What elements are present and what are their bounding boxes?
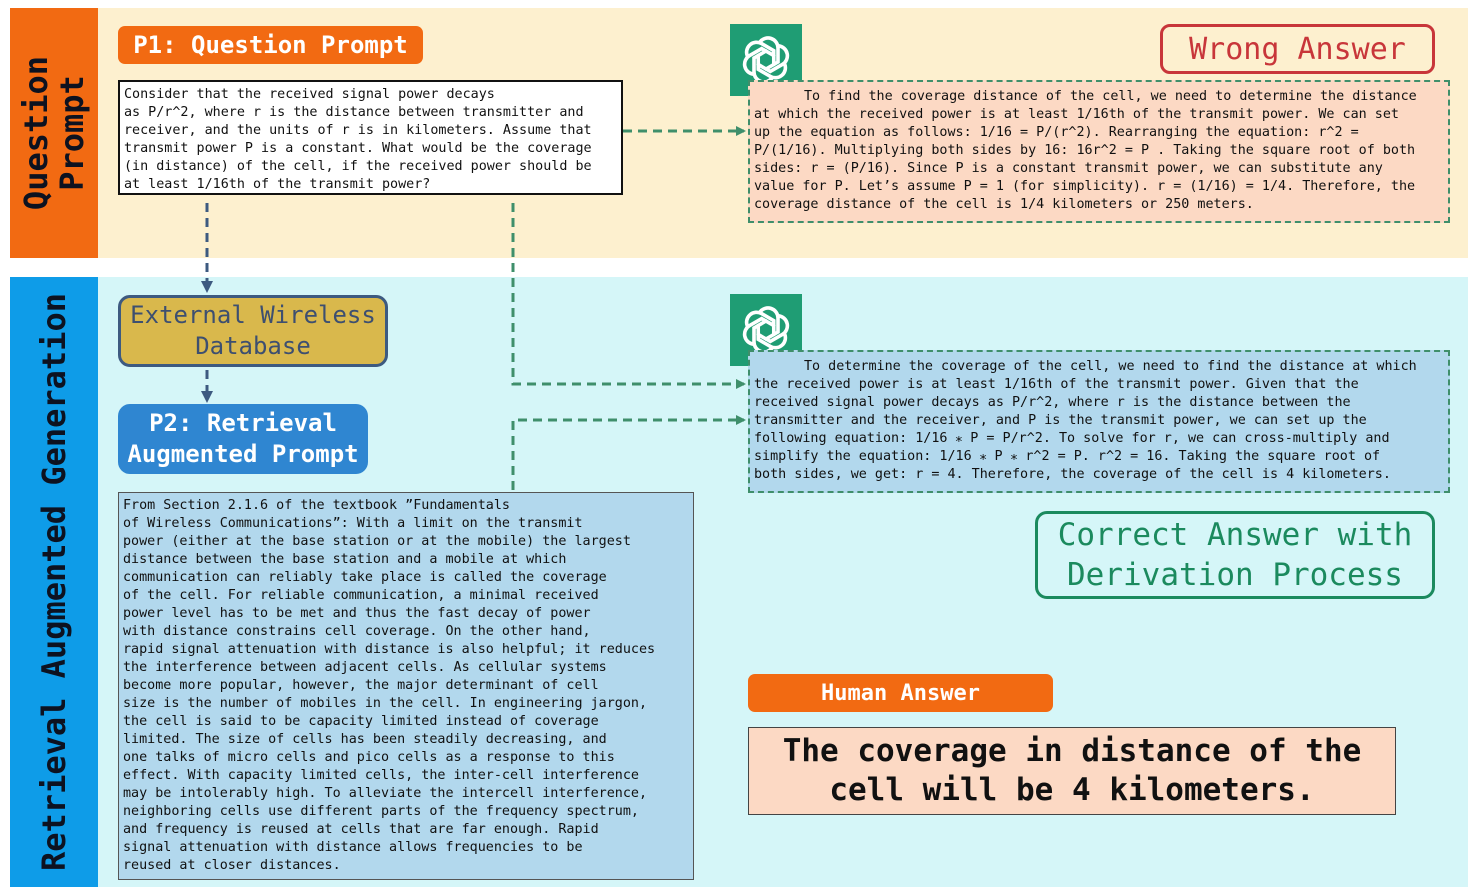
answer-line: P/(1/16). Multiplying both sides by 16: … <box>754 143 1416 158</box>
answer-line: To determine the coverage of the cell, w… <box>804 359 1417 374</box>
answer-line: both sides, we get: r = 4. Therefore, th… <box>754 467 1391 482</box>
retrieval-text-box: From Section 2.1.6 of the textbook ”Fund… <box>118 492 694 880</box>
answer-line: coverage distance of the cell is 1/4 kil… <box>754 197 1254 212</box>
question-text-box: Consider that the received signal power … <box>118 80 623 195</box>
answer-line: sides: r = (P/16). Since P is a constant… <box>754 161 1383 176</box>
answer-line: up the equation as follows: 1/16 = P/(r^… <box>754 125 1359 140</box>
rag-section-label: Retrieval Augmented Generation <box>10 277 98 887</box>
p1-question-prompt-label: P1: Question Prompt <box>118 26 423 64</box>
answer-line: transmitter and the receiver, and P is t… <box>754 413 1367 428</box>
answer-line: simplify the equation: 1/16 ⁎ P ⁎ r^2 = … <box>754 449 1381 464</box>
correct-answer-label: Correct Answer with Derivation Process <box>1035 511 1435 599</box>
wrong-answer-text-box: To find the coverage distance of the cel… <box>748 80 1450 223</box>
question-prompt-section-label: Question Prompt <box>10 8 98 258</box>
answer-line: following equation: 1/16 ⁎ P = P/r^2. To… <box>754 431 1390 446</box>
human-answer-label: Human Answer <box>748 674 1053 712</box>
answer-line: value for P. Let’s assume P = 1 (for sim… <box>754 179 1416 194</box>
answer-line: the received power is at least 1/16th of… <box>754 377 1359 392</box>
external-wireless-database: External Wireless Database <box>118 295 388 367</box>
answer-line: To find the coverage distance of the cel… <box>804 89 1417 104</box>
chatgpt-knot-icon <box>742 306 790 354</box>
correct-answer-text-box: To determine the coverage of the cell, w… <box>748 350 1450 493</box>
answer-line: at which the received power is at least … <box>754 107 1399 122</box>
chatgpt-knot-icon <box>742 36 790 84</box>
human-answer-box: The coverage in distance of the cell wil… <box>748 727 1396 815</box>
arrow-question-to-correct <box>511 203 746 389</box>
wrong-answer-label: Wrong Answer <box>1160 24 1435 74</box>
arrow-retrieval-to-correct <box>511 415 746 490</box>
answer-line: received signal power decays as P/r^2, w… <box>754 395 1351 410</box>
p2-retrieval-augmented-prompt-label: P2: Retrieval Augmented Prompt <box>118 404 368 474</box>
